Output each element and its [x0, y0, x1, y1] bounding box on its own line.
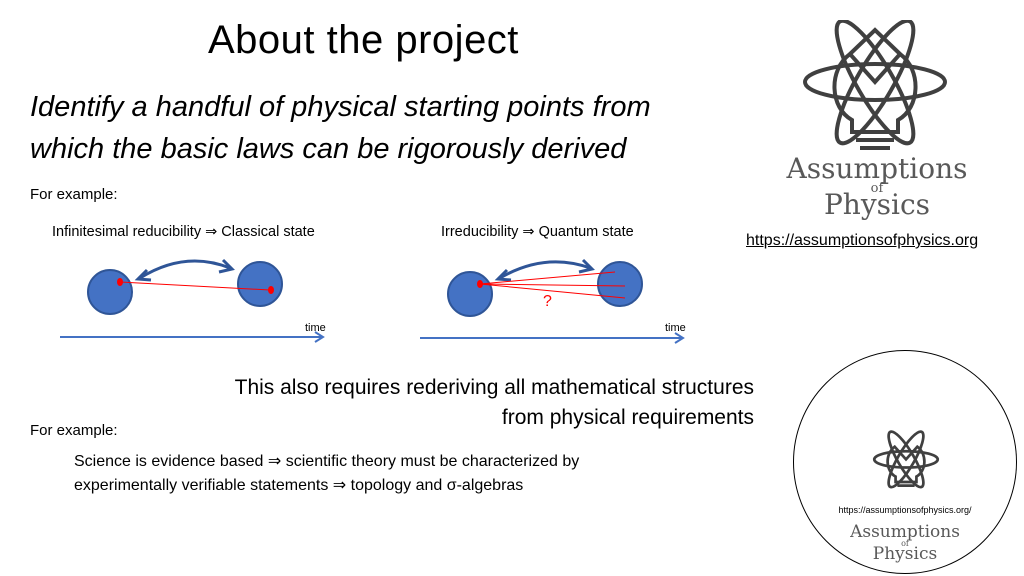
time-label-quantum: time [665, 322, 686, 334]
example-line2: experimentally verifiable statements ⇒ t… [74, 477, 524, 494]
bidirectional-arrow [499, 260, 591, 280]
quantum-label: Irreducibility ⇒ Quantum state [441, 224, 634, 240]
final-state-sphere [237, 261, 283, 307]
classical-diagram [60, 258, 325, 343]
callout-line1: This also requires rederiving all mathem… [234, 376, 754, 399]
circle-badge: https://assumptionsofphysics.org/ Assump… [793, 350, 1017, 574]
bidirectional-arrow [139, 259, 231, 280]
callout-line2: from physical requirements [501, 406, 754, 429]
lightbulb-atom-small-icon [872, 430, 940, 489]
logo-line1: Assumptions [786, 152, 968, 185]
spreading-evolution-lines [479, 271, 626, 299]
slide-title: About the project [208, 18, 519, 62]
circle-logo-line2: Physics [872, 544, 938, 564]
time-label-classical: time [305, 322, 326, 334]
mathematical-structures-callout: This also requires rederiving all mathem… [150, 373, 754, 433]
example-statement: Science is evidence based ⇒ scientific t… [74, 450, 579, 498]
logo-line2: Physics [823, 188, 931, 221]
initial-state-sphere [447, 271, 493, 317]
slide-subtitle: Identify a handful of physical starting … [30, 91, 651, 165]
question-mark: ? [543, 293, 552, 310]
final-state-sphere [597, 261, 643, 307]
classical-label: Infinitesimal reducibility ⇒ Classical s… [52, 224, 315, 240]
circle-url: https://assumptionsofphysics.org/ [838, 505, 972, 515]
for-example-label: For example: [30, 186, 118, 203]
lightbulb-atom-logo-icon [803, 20, 947, 150]
circle-logo-line1: Assumptions [850, 522, 960, 542]
quantum-diagram [420, 258, 685, 344]
initial-state-sphere [87, 269, 133, 315]
for-example-label-2: For example: [30, 422, 118, 439]
example-line1: Science is evidence based ⇒ scientific t… [74, 453, 580, 470]
logo-of: of [870, 181, 884, 196]
circle-logo-of: of [901, 539, 909, 548]
evolution-line [119, 281, 271, 291]
website-link[interactable]: https://assumptionsofphysics.org [746, 232, 979, 249]
